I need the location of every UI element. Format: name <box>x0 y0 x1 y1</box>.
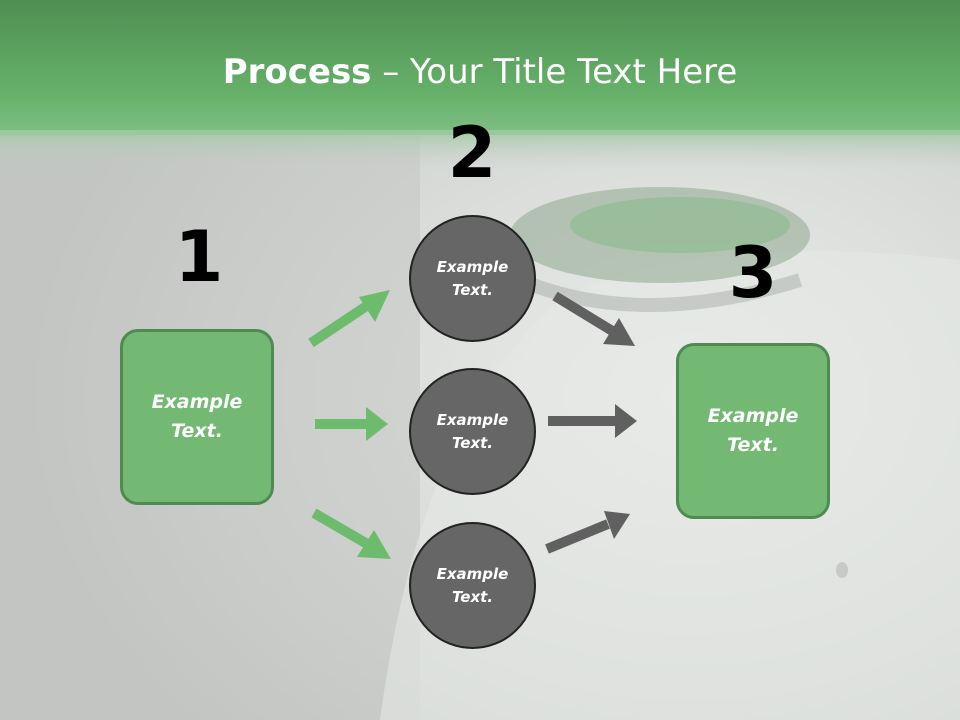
arrow-1-to-top <box>308 290 390 348</box>
arrow-bottom-to-3 <box>545 511 630 554</box>
step-2-number: 2 <box>447 112 497 194</box>
step-2-circle-bottom-text: Example Text. <box>436 564 509 606</box>
step-3-box: Example Text. <box>676 343 830 519</box>
step-1-box: Example Text. <box>120 329 274 505</box>
step-2-circle-top-text: Example Text. <box>436 257 509 299</box>
title-bold: Process <box>222 52 372 92</box>
step-3-text: Example Text. <box>707 405 799 456</box>
step-2-circle-bottom: Example Text. <box>409 522 536 649</box>
slide-title: Process – Your Title Text Here <box>0 52 960 92</box>
arrow-1-to-bottom <box>311 508 391 559</box>
step-2-circle-middle-text: Example Text. <box>436 410 509 452</box>
arrow-middle-to-3 <box>548 404 637 438</box>
step-1-text: Example Text. <box>151 391 243 442</box>
arrow-1-to-middle <box>315 407 388 441</box>
step-1-number: 1 <box>174 216 224 298</box>
step-3-number: 3 <box>728 232 778 314</box>
title-rest: – Your Title Text Here <box>371 52 738 92</box>
step-2-circle-middle: Example Text. <box>409 368 536 495</box>
arrow-top-to-3 <box>552 291 635 346</box>
step-2-circle-top: Example Text. <box>409 215 536 342</box>
